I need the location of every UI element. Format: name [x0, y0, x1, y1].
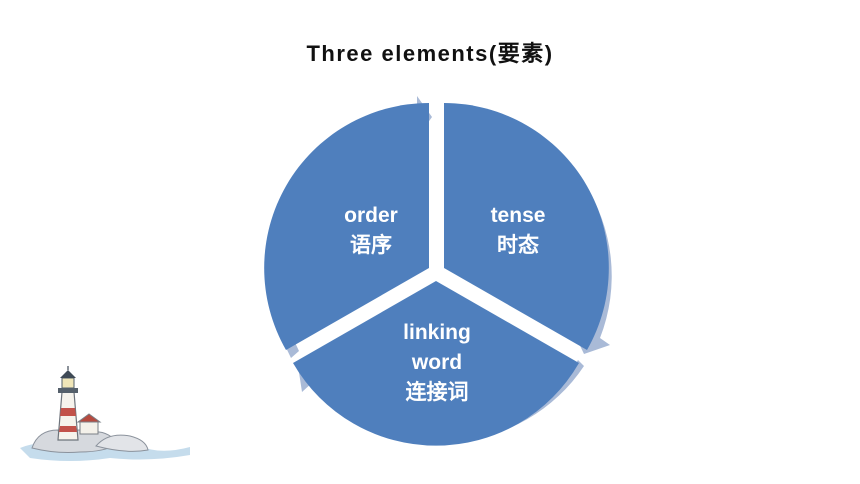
segments	[264, 103, 609, 446]
segment-linking-en2: word	[411, 351, 462, 374]
segment-linking-word	[293, 281, 579, 446]
segment-linking-zh: 连接词	[406, 380, 469, 404]
segment-linking-en: linking	[403, 321, 471, 344]
segment-order-en: order	[344, 204, 398, 227]
segment-order-zh: 语序	[350, 233, 392, 257]
slide-title: Three elements(要素)	[306, 41, 554, 66]
segment-tense	[444, 103, 609, 350]
segment-tense-zh: 时态	[497, 233, 539, 257]
segment-order	[264, 103, 429, 350]
lighthouse-illustration	[20, 366, 190, 461]
segment-tense-en: tense	[491, 204, 546, 227]
